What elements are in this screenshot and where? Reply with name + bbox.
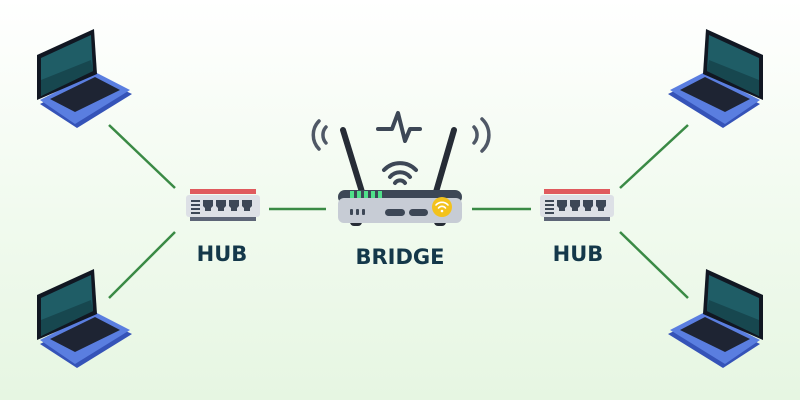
laptop-icon (668, 269, 763, 368)
link-laptop-bottom-right (619, 231, 689, 299)
laptop-icon (668, 29, 763, 128)
laptop-icon (37, 269, 132, 368)
signal-waves-right-icon (472, 117, 491, 153)
link-laptop-top-left (108, 124, 176, 189)
pulse-icon (376, 111, 422, 143)
link-lines (108, 124, 689, 299)
hub-icon (540, 189, 614, 221)
wifi-icon (382, 161, 418, 185)
link-laptop-top-right (619, 124, 689, 189)
signal-waves-left-icon (311, 119, 328, 151)
link-laptop-bottom-left (108, 231, 176, 299)
laptop-icon (37, 29, 132, 128)
router-icon (338, 127, 462, 226)
hub-left-label: HUB (197, 242, 248, 266)
bridge-label: BRIDGE (355, 245, 444, 269)
status-leds (350, 191, 382, 198)
hub-right-label: HUB (553, 242, 604, 266)
hub-icon (186, 189, 260, 221)
